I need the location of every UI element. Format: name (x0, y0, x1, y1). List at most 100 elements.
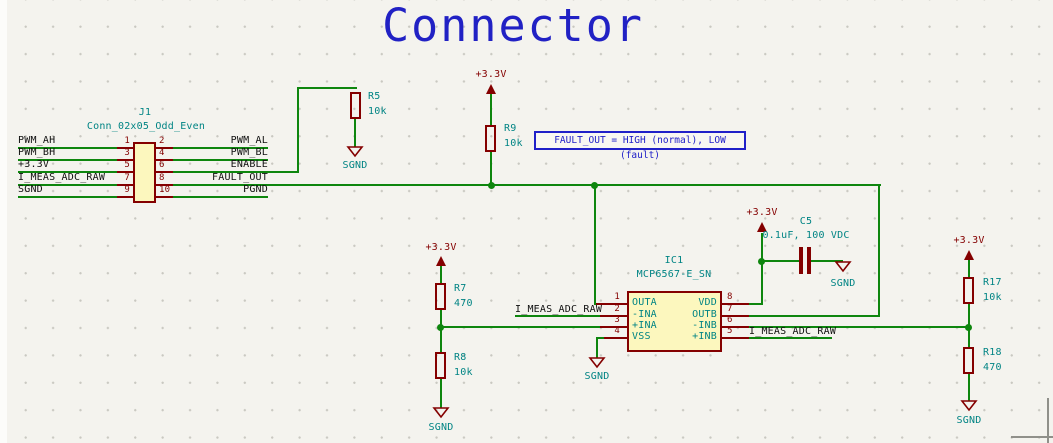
r18-reference[interactable]: R18 (983, 347, 1002, 358)
wire-vdd-h[interactable] (749, 303, 763, 305)
wire-pgnd[interactable] (173, 196, 268, 198)
wire-outb[interactable] (749, 315, 880, 317)
net-label-pwm-ah[interactable]: PWM_AH (18, 135, 56, 146)
wire-inb-pos[interactable] (749, 337, 832, 339)
wire-r7-top[interactable] (440, 266, 442, 284)
power-arrow-icon[interactable] (434, 255, 448, 267)
wire-r5-bottom[interactable] (354, 119, 356, 147)
wire-r9-top[interactable] (490, 94, 492, 125)
capacitor-c5-plate[interactable] (799, 247, 803, 274)
wire-r17-top[interactable] (968, 260, 970, 278)
j1-pin4-number: 4 (159, 148, 165, 158)
ground-icon[interactable] (960, 400, 978, 412)
resistor-r18[interactable] (963, 347, 974, 374)
j1-connector-body[interactable] (133, 142, 156, 203)
ground-icon[interactable] (834, 261, 852, 273)
ic1-body[interactable] (627, 291, 722, 352)
sgnd-label-r18[interactable]: SGND (956, 415, 982, 426)
wire-enable-top[interactable] (297, 87, 357, 89)
sgnd-label-r8[interactable]: SGND (428, 422, 454, 433)
wire-ina-neg[interactable] (515, 315, 600, 317)
v33-label-r9[interactable]: +3.3V (475, 69, 507, 80)
net-label-i-meas-inb[interactable]: I_MEAS_ADC_RAW (749, 326, 837, 337)
j1-pin7-number: 7 (124, 173, 130, 183)
ground-icon[interactable] (588, 357, 606, 369)
wire-pwm-al[interactable] (173, 147, 268, 149)
net-label-pwm-bh[interactable]: PWM_BH (18, 147, 56, 158)
ic1-value[interactable]: MCP6567-E_SN (636, 269, 712, 280)
v33-label-r17[interactable]: +3.3V (953, 235, 985, 246)
junction-r9-fault[interactable] (488, 182, 495, 189)
wire-r9-bottom[interactable] (490, 152, 492, 185)
j1-value[interactable]: Conn_02x05_Odd_Even (86, 121, 206, 132)
net-label-pwm-al[interactable]: PWM_AL (230, 135, 268, 146)
resistor-r5[interactable] (350, 92, 361, 119)
wire-i-meas-in[interactable] (18, 184, 117, 186)
c5-reference[interactable]: C5 (799, 216, 813, 227)
wire-pwm-ah[interactable] (18, 147, 117, 149)
net-label-sgnd-j1[interactable]: SGND (18, 184, 43, 195)
wire-outa-riser[interactable] (594, 184, 596, 305)
wire-vss-v[interactable] (596, 337, 598, 358)
resistor-r7[interactable] (435, 283, 446, 310)
net-label-enable[interactable]: ENABLE (230, 159, 268, 170)
r7-value[interactable]: 470 (454, 298, 473, 309)
c5-value[interactable]: 0.1uF, 100 VDC (762, 230, 850, 241)
ground-icon[interactable] (432, 407, 450, 419)
wire-vdd-riser[interactable] (761, 233, 763, 304)
ic1-pin1-name: OUTA (632, 297, 657, 308)
junction-r17-r18[interactable] (965, 324, 972, 331)
net-label-fault-out[interactable]: FAULT_OUT (212, 172, 268, 183)
power-arrow-icon[interactable] (962, 249, 976, 261)
net-label-pgnd[interactable]: PGND (243, 184, 268, 195)
wire-outb-riser[interactable] (878, 184, 880, 317)
power-arrow-icon[interactable] (484, 83, 498, 95)
wire-r8-bottom[interactable] (440, 379, 442, 408)
r8-reference[interactable]: R8 (454, 352, 467, 363)
ground-icon[interactable] (346, 146, 364, 158)
r5-reference[interactable]: R5 (368, 91, 381, 102)
wire-3v3-in[interactable] (18, 171, 117, 173)
r5-value[interactable]: 10k (368, 106, 387, 117)
r18-value[interactable]: 470 (983, 362, 1002, 373)
r8-value[interactable]: 10k (454, 367, 473, 378)
r9-value[interactable]: 10k (504, 138, 523, 149)
net-label-i-meas-ina[interactable]: I_MEAS_ADC_RAW (515, 304, 603, 315)
r9-reference[interactable]: R9 (504, 123, 517, 134)
wire-enable-riser[interactable] (297, 87, 299, 173)
sheet-title[interactable]: Connector (382, 0, 644, 52)
r17-reference[interactable]: R17 (983, 277, 1002, 288)
wire-c5-right[interactable] (811, 260, 843, 262)
wire-r7-r8[interactable] (440, 310, 442, 353)
junction-outa-fault[interactable] (591, 182, 598, 189)
r17-value[interactable]: 10k (983, 292, 1002, 303)
power-arrow-icon[interactable] (755, 221, 769, 233)
sgnd-label-r5[interactable]: SGND (342, 160, 368, 171)
capacitor-c5-plate[interactable] (807, 247, 811, 274)
net-label-3v3[interactable]: +3.3V (18, 159, 50, 170)
wire-inb-neg[interactable] (749, 326, 970, 328)
v33-label-r7[interactable]: +3.3V (425, 242, 457, 253)
sgnd-label-c5[interactable]: SGND (830, 278, 856, 289)
wire-c5-left[interactable] (761, 260, 801, 262)
junction-r7-r8[interactable] (437, 324, 444, 331)
net-label-i-meas-j1[interactable]: I_MEAS_ADC_RAW (18, 172, 106, 183)
v33-label-vdd[interactable]: +3.3V (746, 207, 778, 218)
wire-vss-h[interactable] (596, 337, 604, 339)
resistor-r17[interactable] (963, 277, 974, 304)
resistor-r8[interactable] (435, 352, 446, 379)
r7-reference[interactable]: R7 (454, 283, 467, 294)
wire-pwm-bl[interactable] (173, 159, 268, 161)
j1-reference[interactable]: J1 (138, 107, 152, 118)
wire-fault-out-bus[interactable] (173, 184, 881, 186)
net-label-pwm-bl[interactable]: PWM_BL (230, 147, 268, 158)
wire-ina-pos[interactable] (441, 326, 600, 328)
wire-enable[interactable] (173, 171, 299, 173)
sgnd-label-vss[interactable]: SGND (584, 371, 610, 382)
wire-sgnd-in[interactable] (18, 196, 117, 198)
wire-r18-bottom[interactable] (968, 374, 970, 401)
ic1-reference[interactable]: IC1 (664, 255, 684, 266)
fault-out-note[interactable]: FAULT_OUT = HIGH (normal), LOW (fault) (534, 131, 746, 161)
wire-pwm-bh[interactable] (18, 159, 117, 161)
resistor-r9[interactable] (485, 125, 496, 152)
